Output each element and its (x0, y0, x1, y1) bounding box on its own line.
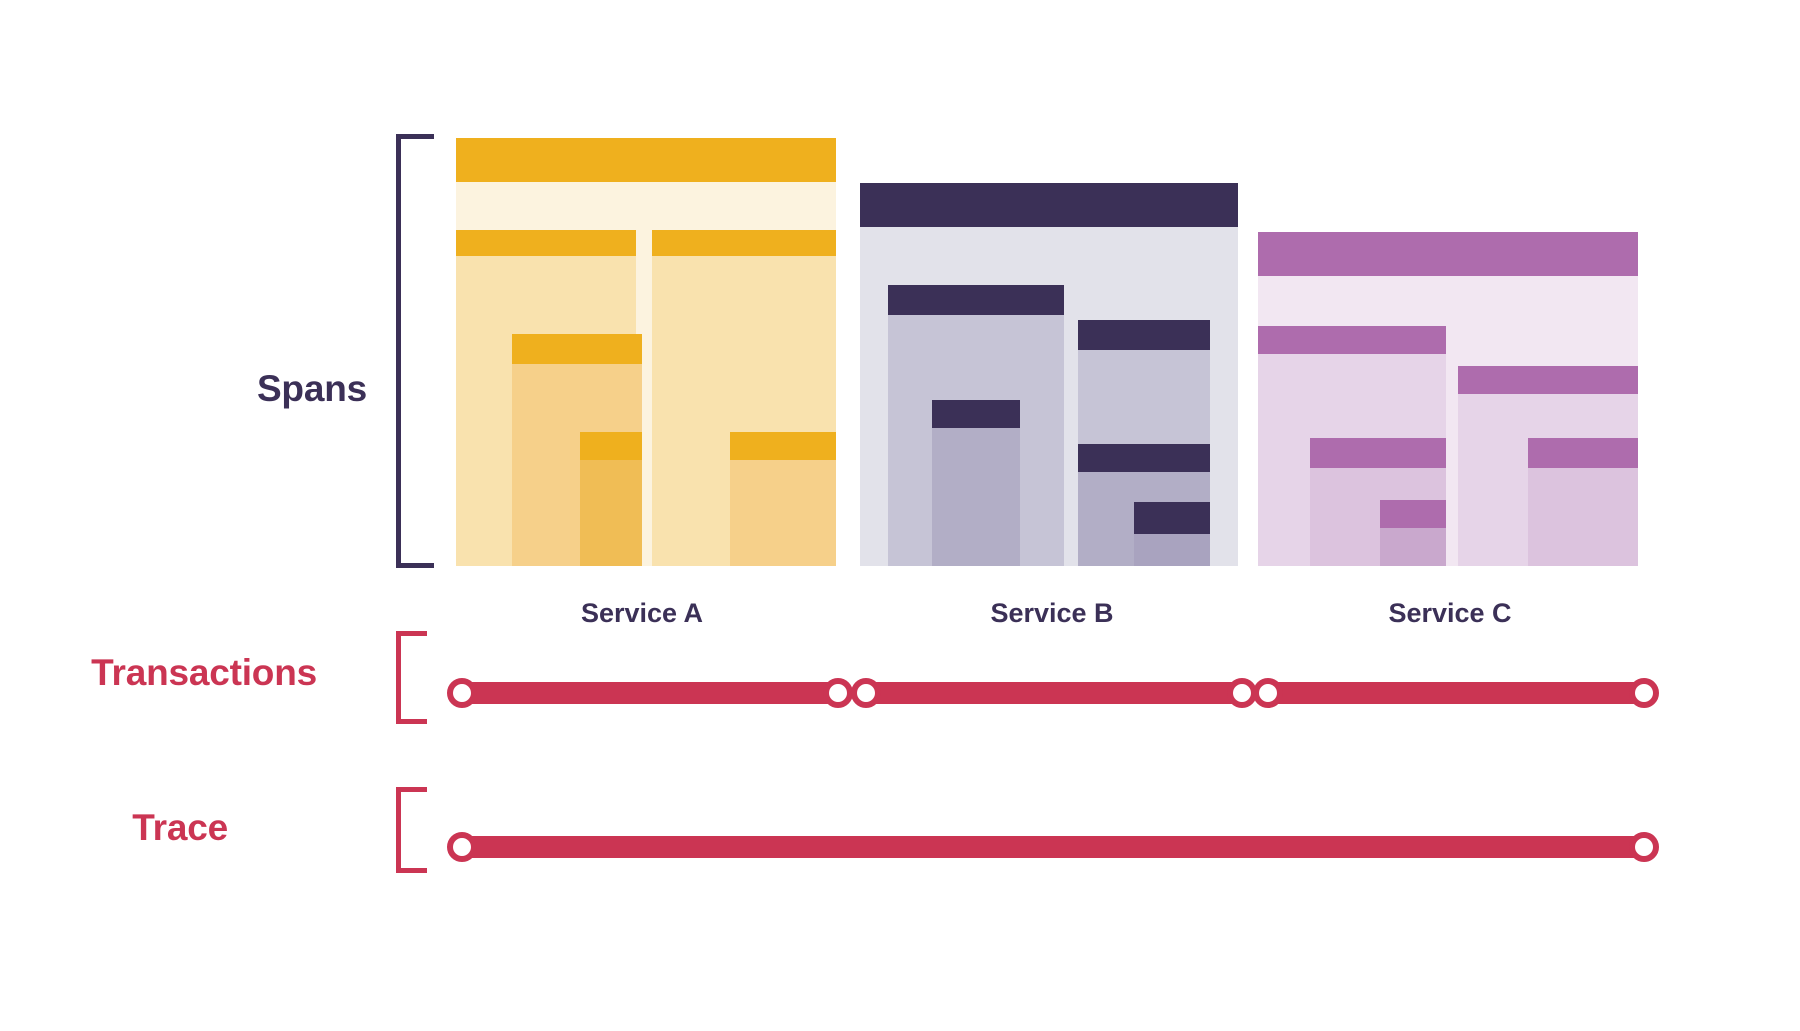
row-label-trace: Trace (132, 807, 228, 848)
span-bar-body (932, 428, 1020, 566)
transaction-segment (866, 682, 1242, 704)
spans-area (456, 138, 1638, 566)
span-bar-service-b-grandchild-span-1 (932, 400, 1020, 566)
span-bar-body (1134, 534, 1210, 566)
trace-node-end[interactable] (1629, 832, 1659, 862)
transaction-segment (462, 682, 838, 704)
span-bar-cap (1310, 438, 1446, 468)
span-bar-service-c-grandchild-span-2 (1528, 438, 1638, 566)
span-bar-cap (1258, 232, 1638, 276)
bracket-transactions (396, 631, 427, 724)
span-bar-cap (1078, 444, 1210, 472)
span-bar-service-a-grandchild-span-2 (580, 432, 642, 566)
span-bar-cap (932, 400, 1020, 428)
span-bar-cap (1078, 320, 1210, 350)
transaction-node-end[interactable] (823, 678, 853, 708)
trace-segment (462, 836, 1644, 858)
bracket-spans (396, 134, 434, 568)
transaction-node-end[interactable] (1629, 678, 1659, 708)
span-bar-cap (1134, 502, 1210, 534)
span-bar-service-c-grandchild-span-3 (1380, 500, 1446, 566)
service-label-c: Service C (1388, 598, 1512, 628)
span-bar-body (1528, 468, 1638, 566)
service-label-b: Service B (990, 598, 1114, 628)
span-bar-service-b-grandchild-span-3 (1134, 502, 1210, 566)
bracket-trace (396, 787, 427, 873)
transaction-node-start[interactable] (1253, 678, 1283, 708)
span-bar-cap (1380, 500, 1446, 528)
span-bar-service-a-grandchild-span-3 (730, 432, 836, 566)
span-bar-cap (1458, 366, 1638, 394)
span-bar-cap (652, 230, 836, 256)
span-bar-cap (512, 334, 642, 364)
span-bar-cap (1528, 438, 1638, 468)
span-bar-body (730, 460, 836, 566)
span-bar-cap (860, 183, 1238, 227)
span-bar-cap (580, 432, 642, 460)
transaction-node-start[interactable] (447, 678, 477, 708)
span-bar-cap (888, 285, 1064, 315)
span-bar-cap (730, 432, 836, 460)
span-bar-cap (456, 230, 636, 256)
transaction-node-start[interactable] (851, 678, 881, 708)
span-bar-body (580, 460, 642, 566)
row-label-transactions: Transactions (91, 652, 317, 693)
trace-node-start[interactable] (447, 832, 477, 862)
transaction-segment (1268, 682, 1644, 704)
span-bar-cap (456, 138, 836, 182)
row-label-spans: Spans (256, 368, 367, 409)
span-bar-cap (1258, 326, 1446, 354)
service-label-a: Service A (580, 598, 704, 628)
span-bar-body (1380, 528, 1446, 566)
